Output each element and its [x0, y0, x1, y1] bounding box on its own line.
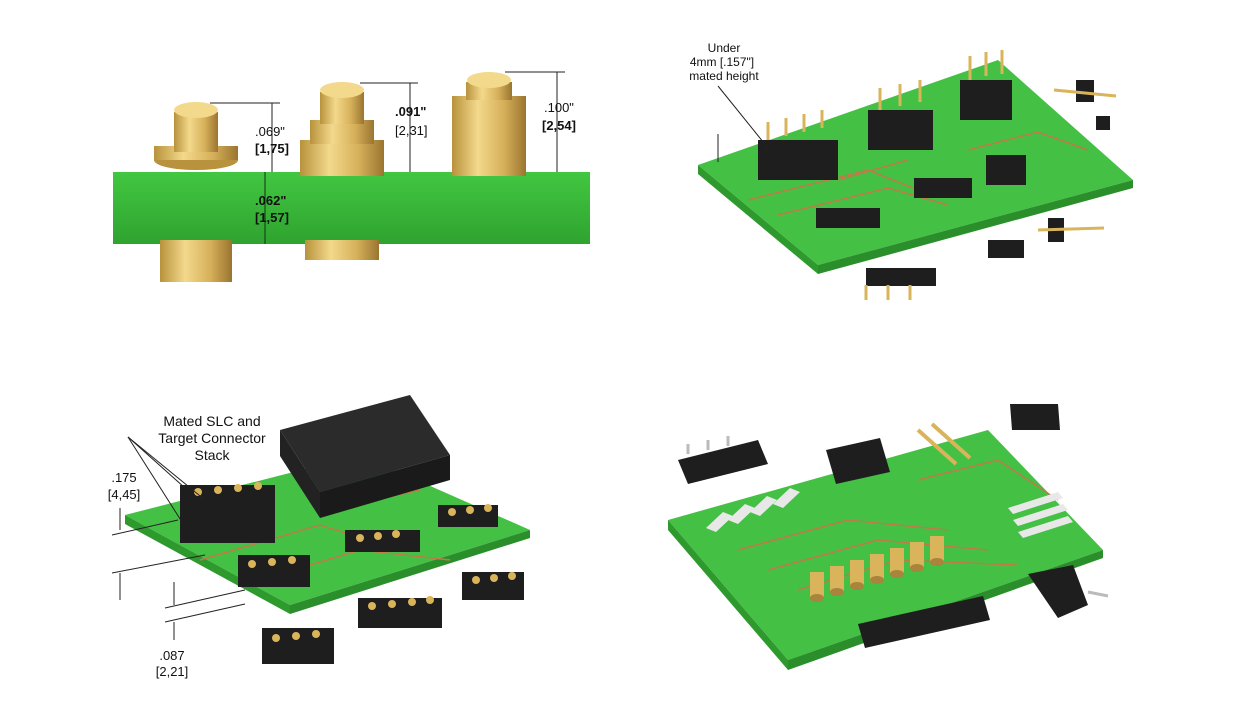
gold-contacts [194, 482, 516, 642]
stack-note-line3: Stack [194, 447, 230, 463]
spring-pin-board-panel [618, 360, 1237, 719]
spring-pins [810, 536, 944, 602]
dim-low-in: .087 [159, 648, 184, 663]
dim-board-in: .062" [255, 193, 286, 208]
stack-note-line1: Mated SLC and [163, 413, 260, 429]
dim-tall-mm: [2,54] [542, 118, 576, 133]
spring-pin-board-illustration [668, 404, 1109, 670]
dip-chip [280, 395, 450, 518]
dim-tall-in: .100" [544, 100, 574, 115]
header-connector-board-illustration: Under 4mm [.157"] mated height [689, 41, 1133, 300]
dimension-lines [210, 71, 565, 244]
annotation-leaders [111, 436, 246, 640]
height-note-line1: Under [708, 41, 741, 55]
dim-mid-mm: [2,31] [395, 123, 428, 138]
spring-pin-side-view-panel: .069" [1,75] .091" [2,31] .100" [2,54] .… [0, 0, 618, 350]
spring-pin-medium [300, 82, 384, 260]
dim-small-mm: [1,75] [255, 141, 289, 156]
dim-mid-in: .091" [395, 104, 426, 119]
connector-gold-pins [916, 422, 972, 466]
annotation-leader [717, 85, 769, 162]
header-connector-board-panel: Under 4mm [.157"] mated height [618, 0, 1237, 350]
connector-silver-pins [686, 436, 1109, 598]
mated-stack-illustration: Mated SLC and Target Connector Stack .17… [108, 395, 530, 679]
stack-note-line2: Target Connector [158, 430, 266, 446]
spring-pin-side-view-illustration: .069" [1,75] .091" [2,31] .100" [2,54] .… [113, 71, 590, 282]
mated-stack-panel: Mated SLC and Target Connector Stack .17… [0, 360, 618, 719]
contact-pads [706, 488, 1073, 538]
pcb-board [698, 60, 1133, 265]
spring-pin-short [154, 102, 238, 282]
dim-stack-mm: [4,45] [108, 487, 141, 502]
loose-connectors [678, 404, 1088, 648]
gold-pins [766, 50, 1117, 300]
pcb-board [113, 172, 590, 244]
pcb-board [668, 430, 1103, 660]
dim-board-mm: [1,57] [255, 210, 289, 225]
pcb-traces [747, 131, 1089, 216]
spring-pin-tall [452, 72, 526, 176]
height-note-line2: 4mm [.157"] [690, 55, 754, 69]
dim-stack-in: .175 [111, 470, 136, 485]
header-connectors [758, 80, 1110, 286]
dim-small-in: .069" [255, 124, 285, 139]
dim-low-mm: [2,21] [156, 664, 189, 679]
height-note-line3: mated height [689, 69, 759, 83]
